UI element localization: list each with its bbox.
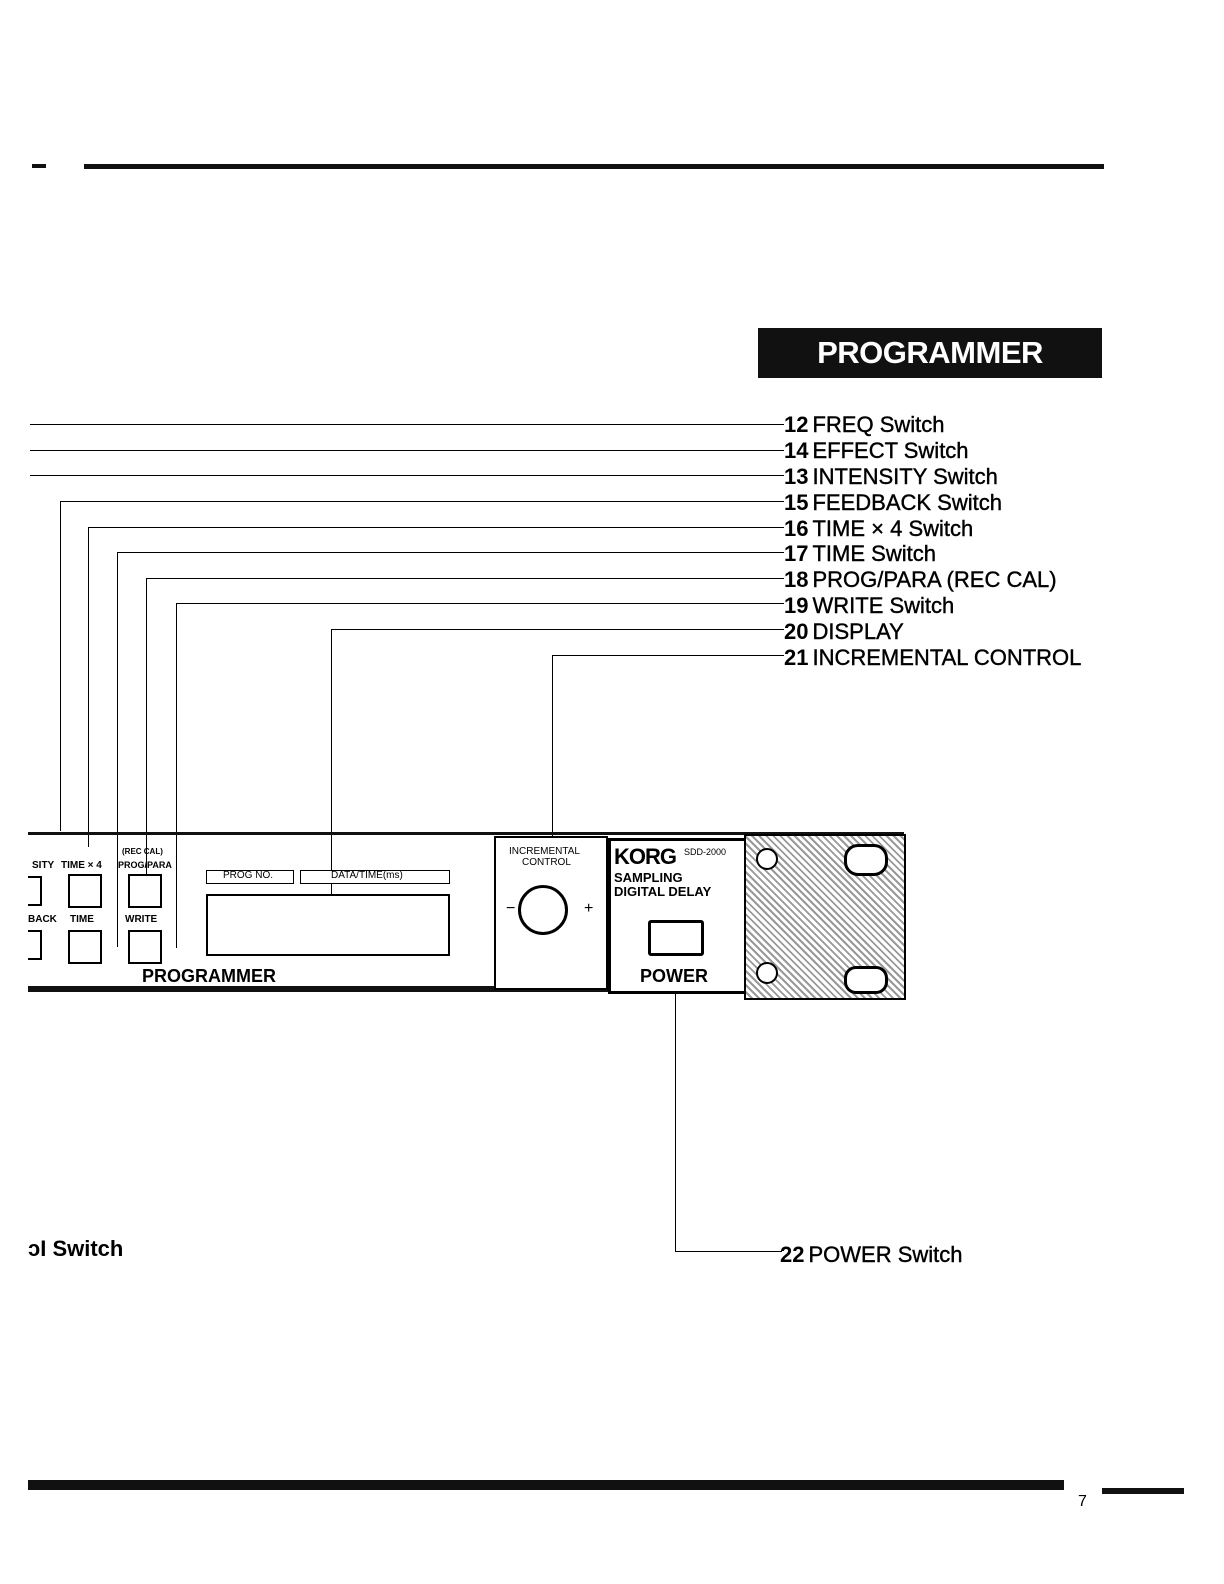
- time-button[interactable]: [68, 930, 102, 964]
- callout-label: FREQ Switch: [812, 412, 945, 437]
- time-x4-button[interactable]: [68, 874, 102, 908]
- top-rule: [84, 164, 1104, 169]
- programmer-label: PROGRAMMER: [142, 966, 276, 986]
- callout-label: INCREMENTAL CONTROL: [812, 645, 1082, 670]
- callout-number: 12: [784, 412, 809, 437]
- callout-number: 16: [784, 516, 809, 541]
- product-line-1: SAMPLING: [614, 870, 683, 885]
- callout-label: PROG/PARA (REC CAL): [812, 567, 1057, 592]
- time-label: TIME: [70, 914, 94, 925]
- control-label: CONTROL: [522, 857, 571, 868]
- write-button[interactable]: [128, 930, 162, 964]
- model-label: SDD-2000: [684, 847, 727, 857]
- power-label: POWER: [640, 966, 709, 986]
- write-label: WRITE: [125, 914, 158, 925]
- callout-label: TIME Switch: [812, 541, 936, 566]
- prog-para-label: PROG/PARA: [118, 860, 172, 870]
- callout-number: 17: [784, 541, 809, 566]
- callout-number: 13: [784, 464, 809, 489]
- rack-hole-top: [844, 844, 888, 876]
- callout-number: 15: [784, 490, 809, 515]
- time-x4-label: TIME × 4: [61, 860, 102, 871]
- callout-number: 19: [784, 593, 809, 618]
- bottom-rule-right: [1102, 1488, 1184, 1494]
- callout-label: DISPLAY: [812, 619, 904, 644]
- callout-number: 18: [784, 567, 809, 592]
- page-number: 7: [1078, 1493, 1087, 1510]
- callout-number: 20: [784, 619, 809, 644]
- korg-panel: [608, 838, 748, 994]
- callout-label: EFFECT Switch: [812, 438, 969, 463]
- rack-hole-bottom: [844, 966, 888, 994]
- incremental-label: INCREMENTAL: [509, 846, 580, 857]
- product-line-2: DIGITAL DELAY: [614, 884, 712, 899]
- minus-label: −: [506, 900, 516, 917]
- rec-cal-label: (REC CAL): [122, 847, 163, 856]
- plus-label: +: [584, 900, 594, 917]
- callout-label: FEEDBACK Switch: [812, 490, 1002, 515]
- callout-label: INTENSITY Switch: [812, 464, 998, 489]
- prog-no-label-box: PROG NO.: [206, 870, 294, 884]
- callout-number: 14: [784, 438, 809, 463]
- display-screen: [206, 894, 450, 956]
- top-dash: [32, 164, 46, 168]
- data-time-label-box: DATA/TIME(ms): [300, 870, 450, 884]
- bottom-rule: [28, 1480, 1064, 1490]
- callout-number: 21: [784, 645, 809, 670]
- prog-para-button[interactable]: [128, 874, 162, 908]
- section-title: PROGRAMMER SECTION: [758, 328, 1102, 420]
- brand-logo: KORG: [614, 844, 677, 869]
- callout-label: TIME × 4 Switch: [812, 516, 974, 541]
- screw-top: [756, 848, 778, 870]
- incremental-knob[interactable]: [518, 885, 568, 935]
- power-button[interactable]: [648, 920, 704, 956]
- sity-label: SITY: [32, 860, 55, 871]
- back-label: BACK: [28, 914, 57, 925]
- intensity-button[interactable]: [28, 876, 42, 906]
- screw-bottom: [756, 962, 778, 984]
- callout-label: WRITE Switch: [812, 593, 955, 618]
- feedback-button[interactable]: [28, 930, 42, 960]
- left-fragment-label: ɔI Switch: [28, 1236, 124, 1261]
